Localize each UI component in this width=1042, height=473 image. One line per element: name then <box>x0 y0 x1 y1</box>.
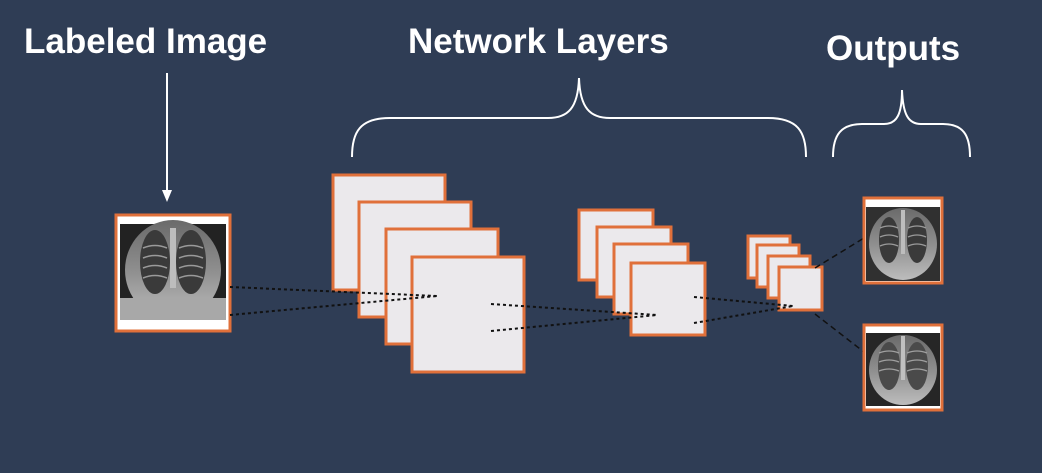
layer-group-3 <box>746 234 824 312</box>
outputs-brace <box>832 89 971 158</box>
feature-map <box>777 265 824 312</box>
input-xray-image <box>120 220 226 320</box>
outputs-title: Outputs <box>826 29 961 68</box>
layer-group-2 <box>577 208 707 337</box>
labeled-image-title: Labeled Image <box>24 22 268 61</box>
output-image-1 <box>862 196 944 285</box>
network-layers-brace <box>351 77 807 158</box>
labeled-input-image <box>114 213 232 333</box>
network-layers-title: Network Layers <box>408 22 669 61</box>
output-connectors <box>814 237 865 353</box>
feature-map <box>629 261 707 337</box>
layer-group-1 <box>331 173 526 374</box>
connector-lines <box>229 286 794 332</box>
output-image-2 <box>862 323 944 412</box>
feature-map <box>410 255 526 374</box>
input-arrow-head <box>162 190 172 202</box>
